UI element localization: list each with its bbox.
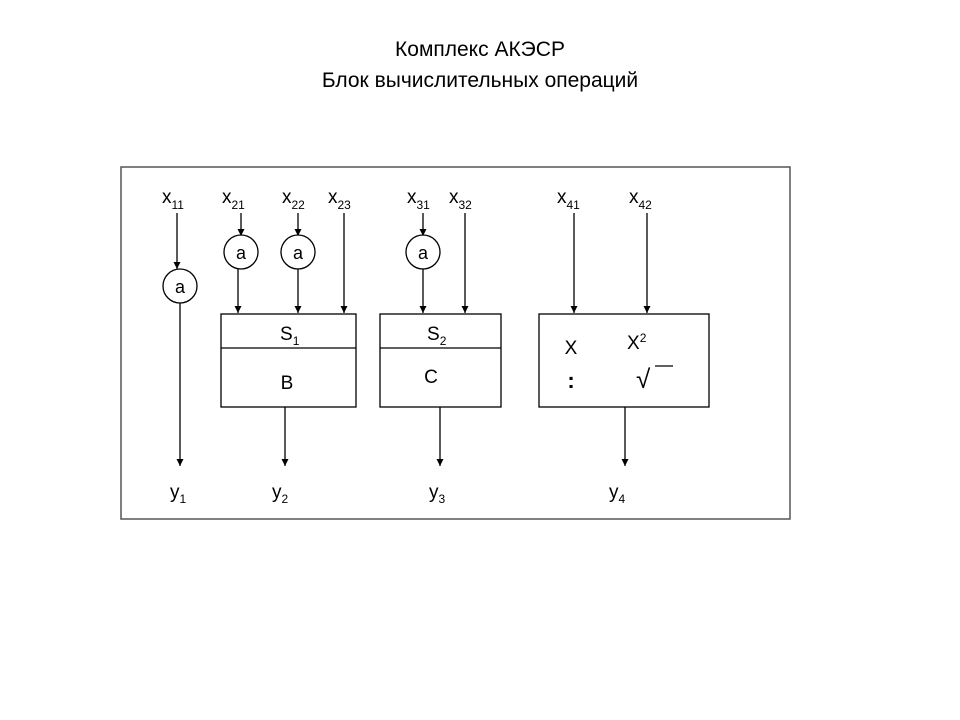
input-label-x23: x23 bbox=[328, 187, 351, 212]
input-label-x11: x11 bbox=[162, 187, 184, 212]
output-label-y1: y1 bbox=[170, 482, 187, 506]
input-label-x41: x41 bbox=[557, 187, 580, 212]
block-3-divide-label: : bbox=[567, 368, 574, 393]
block-3-root-label: √ bbox=[636, 364, 651, 394]
node-a-1-label: a bbox=[175, 277, 186, 297]
node-a-2 bbox=[223, 234, 259, 270]
title-line-2: Блок вычислительных операций bbox=[321, 69, 639, 92]
title-block: Комплекс АКЭСР Блок вычислительных опера… bbox=[0, 34, 960, 96]
node-a-2-label: a bbox=[236, 243, 247, 263]
node-a-4-label: a bbox=[418, 243, 429, 263]
block-1 bbox=[220, 313, 357, 408]
block-3-multiply-label: X bbox=[565, 338, 578, 359]
block-1-bottom-label: B bbox=[281, 373, 294, 394]
block-2 bbox=[379, 313, 502, 408]
input-label-x22: x22 bbox=[282, 187, 305, 212]
block-3 bbox=[538, 313, 710, 408]
output-label-y3: y3 bbox=[429, 482, 446, 506]
input-label-x21: x21 bbox=[222, 187, 245, 212]
input-label-x42: x42 bbox=[629, 187, 652, 212]
block-1-top-label: S1 bbox=[280, 324, 300, 348]
node-a-3-label: a bbox=[293, 243, 304, 263]
block-2-top-label: S2 bbox=[427, 324, 447, 348]
input-label-x32: x32 bbox=[449, 187, 472, 212]
diagram-frame bbox=[120, 166, 791, 520]
title-line-1: Комплекс АКЭСР bbox=[395, 38, 565, 61]
output-label-y2: y2 bbox=[272, 482, 289, 506]
input-label-x31: x31 bbox=[407, 187, 430, 212]
output-label-y4: y4 bbox=[609, 482, 626, 506]
block-2-bottom-label: C bbox=[424, 367, 438, 388]
block-3-square-label: X2 bbox=[627, 331, 647, 354]
